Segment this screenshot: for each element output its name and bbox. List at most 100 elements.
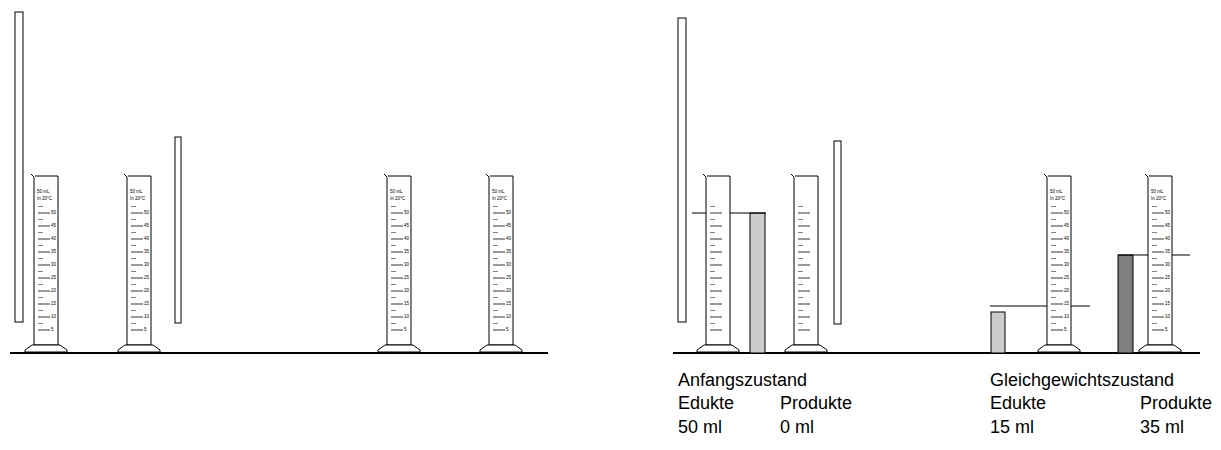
scale-number: 10 xyxy=(506,314,511,319)
scale-number: 50 xyxy=(1064,210,1069,215)
scale-bar xyxy=(834,141,841,324)
scale-bar xyxy=(15,12,23,322)
scale-number: 15 xyxy=(506,301,511,306)
scale-number: 10 xyxy=(51,314,56,319)
scale-number: 15 xyxy=(144,301,149,306)
scale-number: 10 xyxy=(404,314,409,319)
cylinder-label: 50 mL xyxy=(130,189,143,194)
scale-number: 30 xyxy=(1064,262,1069,267)
scale-number: 35 xyxy=(51,249,56,254)
cylinder-label: In 20°C xyxy=(1151,196,1166,201)
scale-number: 45 xyxy=(1165,223,1170,228)
scale-number: 40 xyxy=(506,236,511,241)
cylinder-label: In 20°C xyxy=(492,196,507,201)
scale-number: 40 xyxy=(1064,236,1069,241)
cylinder-label: In 20°C xyxy=(130,196,145,201)
scale-number: 30 xyxy=(404,262,409,267)
scale-number: 45 xyxy=(51,223,56,228)
graduated-cylinder xyxy=(378,174,420,352)
scale-number: 30 xyxy=(506,262,511,267)
caption-label: Edukte xyxy=(678,393,734,413)
caption-label: Produkte xyxy=(1140,393,1212,413)
scale-number: 30 xyxy=(1165,262,1170,267)
scale-number: 35 xyxy=(144,249,149,254)
scale-number: 35 xyxy=(404,249,409,254)
scale-number: 15 xyxy=(1165,301,1170,306)
base-line xyxy=(10,352,548,354)
cylinder-label: 50 mL xyxy=(390,189,403,194)
scale-number: 25 xyxy=(506,275,511,280)
volume-bar xyxy=(750,213,765,353)
scale-number: 25 xyxy=(1165,275,1170,280)
graduated-cylinder xyxy=(1139,174,1181,352)
caption-label: Gleichgewichtszustand xyxy=(990,370,1174,390)
graduated-cylinder xyxy=(785,174,827,352)
scale-number: 20 xyxy=(1165,288,1170,293)
scale-number: 10 xyxy=(1064,314,1069,319)
scale-bar xyxy=(678,18,686,322)
scale-number: 25 xyxy=(404,275,409,280)
scale-number: 40 xyxy=(404,236,409,241)
scale-number: 45 xyxy=(144,223,149,228)
caption-label: Anfangszustand xyxy=(678,370,807,390)
scale-number: 5 xyxy=(51,327,54,332)
caption-label: 15 ml xyxy=(990,417,1034,437)
caption-label: Edukte xyxy=(990,393,1046,413)
scale-number: 50 xyxy=(51,210,56,215)
scale-number: 5 xyxy=(1064,327,1067,332)
scale-number: 10 xyxy=(144,314,149,319)
scale-number: 35 xyxy=(1165,249,1170,254)
scale-number: 50 xyxy=(1165,210,1170,215)
scale-number: 15 xyxy=(1064,301,1069,306)
cylinder-label: In 20°C xyxy=(37,196,52,201)
scale-number: 5 xyxy=(506,327,509,332)
cylinder-label: In 20°C xyxy=(390,196,405,201)
cylinder-label: 50 mL xyxy=(1050,189,1063,194)
graduated-cylinder xyxy=(480,174,522,352)
scale-number: 40 xyxy=(51,236,56,241)
caption-label: 50 ml xyxy=(678,417,722,437)
cylinder-label: 50 mL xyxy=(492,189,505,194)
scale-number: 20 xyxy=(1064,288,1069,293)
scale-number: 10 xyxy=(1165,314,1170,319)
graduated-cylinder xyxy=(118,174,160,352)
scale-number: 40 xyxy=(1165,236,1170,241)
scale-number: 5 xyxy=(404,327,407,332)
scale-number: 25 xyxy=(144,275,149,280)
scale-number: 45 xyxy=(404,223,409,228)
scale-number: 20 xyxy=(404,288,409,293)
caption-label: 35 ml xyxy=(1140,417,1184,437)
scale-number: 15 xyxy=(404,301,409,306)
scale-number: 20 xyxy=(144,288,149,293)
caption-label: 0 ml xyxy=(780,417,814,437)
cylinder-label: In 20°C xyxy=(1050,196,1065,201)
scale-bar xyxy=(175,137,181,323)
scale-number: 20 xyxy=(51,288,56,293)
scale-number: 50 xyxy=(506,210,511,215)
graduated-cylinder xyxy=(697,174,739,352)
scale-number: 25 xyxy=(1064,275,1069,280)
cylinders xyxy=(25,174,1181,352)
cylinder-label: 50 mL xyxy=(1151,189,1164,194)
scale-number: 5 xyxy=(1165,327,1168,332)
scale-number: 45 xyxy=(506,223,511,228)
volume-bar xyxy=(991,312,1005,353)
cylinder-label: 50 mL xyxy=(37,189,50,194)
scale-number: 30 xyxy=(144,262,149,267)
volume-bar xyxy=(1118,255,1133,353)
scale-number: 40 xyxy=(144,236,149,241)
scale-number: 20 xyxy=(506,288,511,293)
scale-number: 35 xyxy=(1064,249,1069,254)
scale-number: 50 xyxy=(404,210,409,215)
scale-number: 35 xyxy=(506,249,511,254)
scale-number: 25 xyxy=(51,275,56,280)
caption-label: Produkte xyxy=(780,393,852,413)
scale-number: 30 xyxy=(51,262,56,267)
scale-number: 5 xyxy=(144,327,147,332)
level-line xyxy=(990,306,1090,307)
scale-number: 15 xyxy=(51,301,56,306)
graduated-cylinder xyxy=(1038,174,1080,352)
graduated-cylinder xyxy=(25,174,67,352)
